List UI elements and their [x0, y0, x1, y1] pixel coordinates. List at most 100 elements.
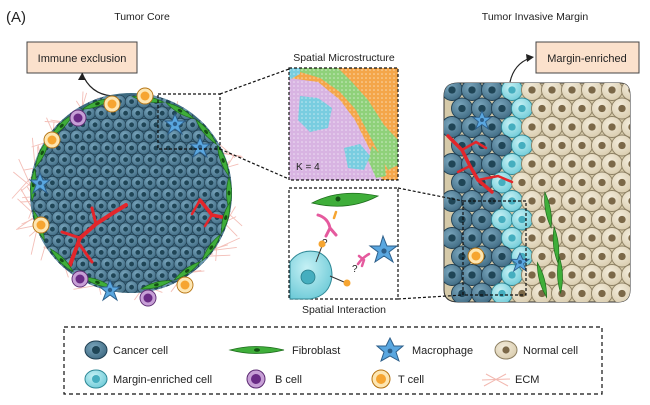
cancer-cell [112, 257, 127, 271]
legend-item-ecm: ECM [481, 373, 539, 387]
normal-cell [611, 97, 630, 120]
normal-cell [571, 245, 593, 268]
cancer-cell [471, 282, 493, 302]
t-cell [32, 216, 50, 234]
cancer-cell [100, 141, 114, 155]
cancer-cell [481, 153, 503, 175]
normal-cell [591, 171, 613, 194]
cancer-cell [481, 264, 503, 286]
cancer-cell [185, 187, 200, 202]
cancer-cell [70, 222, 84, 236]
normal-cell [561, 227, 583, 249]
cancer-cell [204, 176, 218, 190]
normal-cell [531, 245, 553, 268]
legend-label-fibroblast: Fibroblast [292, 345, 340, 357]
normal-cell [632, 209, 650, 230]
cancer-cell [161, 210, 175, 225]
cancer-cell [179, 176, 194, 190]
spatial-microstructure-title: Spatial Microstructure [293, 52, 395, 64]
cancer-cell [124, 187, 139, 202]
normal-cell [531, 97, 553, 120]
cancer-cell [143, 199, 157, 213]
cancer-cell [88, 141, 102, 155]
legend-label-cancer-cell: Cancer cell [113, 345, 168, 357]
cancer-cell [131, 268, 145, 283]
zoom-connector [219, 68, 290, 95]
fibroblast [544, 190, 552, 230]
blood-vessel [446, 134, 514, 194]
normal-cell [581, 264, 603, 286]
cancer-cell [173, 257, 188, 271]
cancer-cell [88, 164, 102, 178]
cancer-cell [137, 257, 151, 271]
normal-cell [632, 135, 650, 156]
cancer-cell [155, 152, 169, 167]
normal-cell [621, 153, 630, 175]
normal-cell [561, 190, 583, 212]
cancer-cell [179, 245, 194, 260]
cancer-cell [173, 164, 188, 178]
margin-enriched-cell [491, 171, 513, 194]
t-cell [136, 87, 154, 105]
cancer-cell [155, 129, 169, 144]
macrophage [509, 251, 531, 273]
cancer-cell [131, 129, 145, 144]
cancer-cell [149, 118, 163, 132]
fibroblast-icon [310, 192, 380, 207]
cancer-cell [131, 152, 145, 167]
cancer-cell [70, 152, 84, 167]
legend-item-t-cell: T cell [371, 369, 424, 389]
cancer-cell [161, 141, 175, 155]
normal-cell [632, 246, 650, 267]
cancer-cell [57, 152, 72, 167]
cancer-cell [210, 187, 224, 202]
normal-cell [541, 116, 563, 138]
cancer-cell [106, 176, 121, 190]
cancer-cell [185, 164, 200, 178]
fibroblast [173, 261, 202, 281]
cancer-cell [94, 129, 108, 144]
normal-cell [551, 134, 573, 157]
cancer-cell [118, 245, 133, 260]
normal-cell [521, 116, 543, 138]
fibroblast [49, 248, 74, 273]
zoom-connector [397, 187, 464, 202]
cancer-cell [444, 190, 463, 212]
immune-exclusion-callout: Immune exclusion [26, 41, 138, 97]
cancer-cell [76, 187, 90, 202]
cancer-cell [88, 187, 102, 202]
margin-enriched-cell [501, 264, 523, 286]
normal-cell [521, 227, 543, 249]
normal-cell [601, 227, 623, 249]
cancer-cell [106, 152, 121, 167]
cancer-cell [76, 210, 90, 225]
cancer-cell [155, 268, 169, 283]
margin-enriched-cell [501, 116, 523, 138]
cancer-cell [167, 245, 182, 260]
cancer-cell [149, 210, 163, 225]
cancer-cell [167, 199, 182, 213]
cancer-cell [94, 176, 108, 190]
cancer-cell [149, 234, 163, 248]
cancer-cell [112, 118, 127, 132]
legend-item-macrophage: Macrophage [375, 336, 473, 363]
margin-enriched-cell [511, 97, 533, 120]
cancer-cell [70, 176, 84, 190]
cancer-cell [131, 245, 145, 260]
cancer-cell [112, 164, 127, 178]
cancer-cell [481, 227, 503, 249]
cancer-cell [149, 141, 163, 155]
panel-label: (A) [6, 9, 26, 26]
cancer-cell [204, 152, 218, 167]
margin-enriched-callout: Margin-enriched [509, 41, 640, 83]
b-cell [139, 289, 157, 307]
normal-cell [591, 97, 613, 120]
cancer-cell [461, 227, 483, 249]
margin-enriched-cell [491, 282, 513, 302]
b-cell [69, 109, 87, 127]
cancer-cell [51, 234, 66, 248]
cancer-cell [45, 152, 60, 167]
cancer-cell [491, 97, 513, 120]
cancer-cell [100, 164, 114, 178]
cancer-cell [198, 234, 212, 248]
